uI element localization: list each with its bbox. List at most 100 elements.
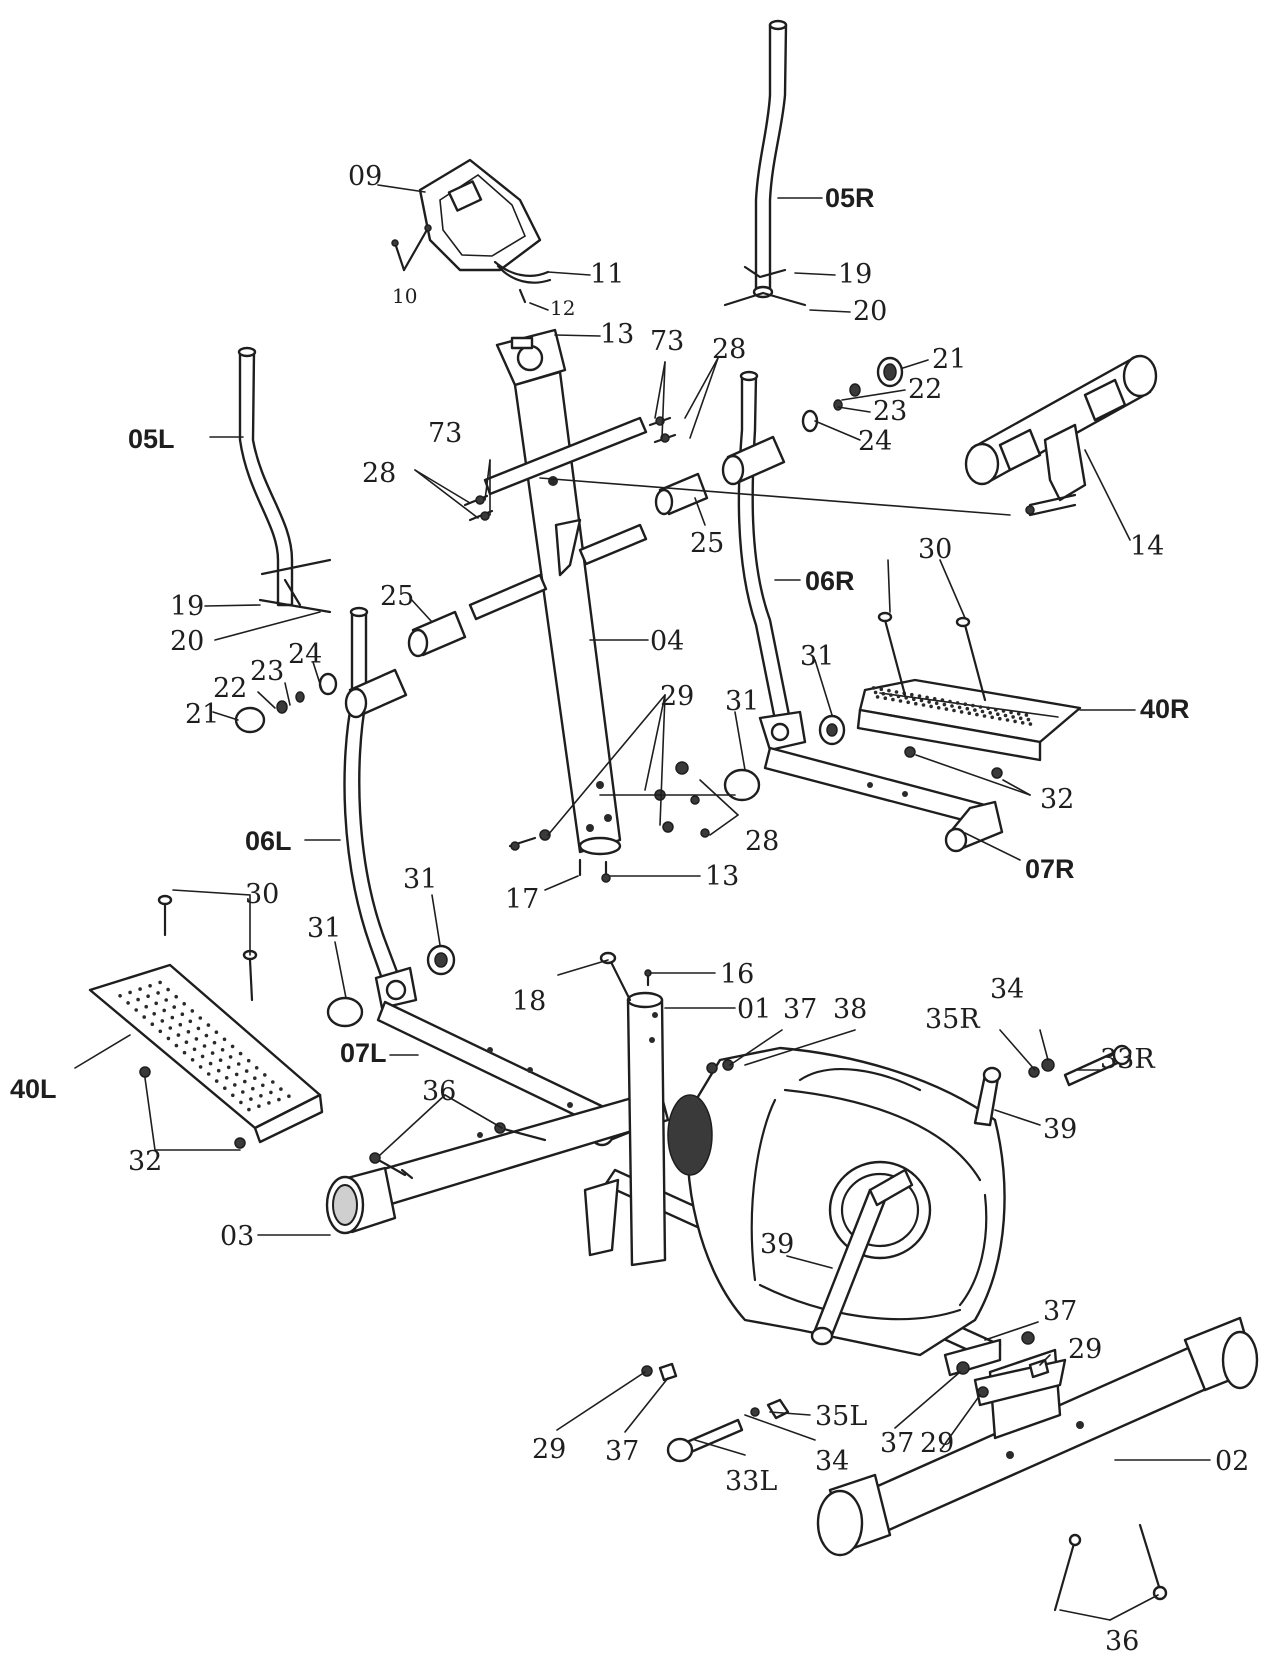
grip-dot <box>152 1012 156 1016</box>
foot-bar-07R <box>763 746 1004 853</box>
label-36-front: 36 <box>422 1076 456 1107</box>
grip-dot <box>948 699 952 704</box>
label-28-post: 28 <box>745 826 779 857</box>
grip-dot <box>200 1054 205 1059</box>
grip-dot <box>194 1037 199 1041</box>
grip-dot <box>206 1072 211 1076</box>
label-28-top: 28 <box>712 334 746 365</box>
grip-dot <box>249 1097 253 1101</box>
label-03: 03 <box>220 1221 254 1252</box>
crank-39-right <box>973 1066 1002 1127</box>
grip-dot <box>214 1079 219 1083</box>
grip-dot <box>955 701 960 705</box>
label-31-right-cap: 31 <box>725 686 759 717</box>
grip-dot <box>881 691 886 696</box>
grip-dot <box>287 1094 291 1098</box>
grip-dot <box>957 705 962 710</box>
grip-dot <box>128 990 132 995</box>
grip-dot <box>263 1073 267 1077</box>
bolt-33L <box>666 1398 790 1463</box>
grip-dot <box>210 1051 215 1055</box>
grip-dot <box>118 994 122 998</box>
grip-dot <box>1001 709 1006 713</box>
label-21-left: 21 <box>185 699 219 730</box>
grip-dot <box>921 703 926 707</box>
grip-dot <box>917 694 922 698</box>
grip-dot <box>1011 715 1015 719</box>
label-21-right: 21 <box>932 344 966 375</box>
post-bolts-lower <box>508 761 710 883</box>
pedal-40L <box>88 894 324 1149</box>
label-39-left: 39 <box>760 1229 794 1260</box>
grip-dot <box>174 994 178 999</box>
cap-washer-set-left <box>234 672 338 734</box>
label-32-left: 32 <box>128 1146 162 1177</box>
grip-dot <box>267 1101 271 1105</box>
label-12: 12 <box>550 296 575 320</box>
handlebar-05L <box>237 346 332 614</box>
label-73-top: 73 <box>650 326 684 357</box>
grip-dot <box>994 707 998 712</box>
label-37-right: 37 <box>1043 1296 1077 1327</box>
label-07L: 07L <box>340 1038 387 1068</box>
grip-dot <box>241 1090 245 1094</box>
label-04: 04 <box>650 626 684 657</box>
label-13-bottom: 13 <box>705 861 739 892</box>
grip-dot <box>1003 713 1008 718</box>
label-38: 38 <box>833 994 867 1025</box>
flywheel-cover-38 <box>667 1046 1006 1357</box>
label-24-right: 24 <box>858 426 892 457</box>
grip-dot <box>259 1094 263 1098</box>
grip-dot <box>971 703 975 708</box>
grip-dot <box>190 1058 195 1062</box>
cap-31-left <box>326 996 364 1028</box>
grip-dot <box>236 1062 241 1066</box>
grip-dot <box>166 1036 171 1041</box>
cap-washer-set-right <box>801 356 904 433</box>
console-screws-10 <box>391 224 432 272</box>
roller-31-left <box>426 944 456 976</box>
label-37-bracket: 37 <box>880 1428 914 1459</box>
label-29-right: 29 <box>1068 1334 1102 1365</box>
label-09: 09 <box>348 161 382 192</box>
grip-dot <box>238 1051 243 1056</box>
grip-dot <box>1028 722 1033 726</box>
leader-lines <box>74 184 1211 1621</box>
label-22-left: 22 <box>213 673 247 704</box>
grip-dot <box>172 1005 176 1009</box>
grip-dot <box>231 1093 235 1098</box>
label-02: 02 <box>1215 1446 1249 1477</box>
grip-dot <box>244 1069 249 1073</box>
label-31-right-roller: 31 <box>800 641 834 672</box>
grip-dot <box>996 712 1000 716</box>
grip-dot <box>196 1026 201 1031</box>
grip-dot <box>279 1087 283 1091</box>
grip-dot <box>925 695 929 700</box>
grip-dot <box>218 1058 223 1062</box>
grip-dot <box>180 1012 185 1016</box>
grip-dot <box>959 710 964 714</box>
grip-dot <box>198 1065 203 1069</box>
bolt-33R <box>1028 1044 1132 1087</box>
label-14: 14 <box>1130 531 1164 562</box>
pivot-axles <box>468 416 648 621</box>
grip-dot <box>1024 713 1029 717</box>
label-24-left: 24 <box>288 639 322 670</box>
grip-dot <box>166 987 170 992</box>
grip-dot <box>170 1015 175 1020</box>
grip-dot <box>230 1044 235 1049</box>
cap-31-right <box>723 768 761 802</box>
grip-dot <box>164 998 168 1002</box>
grip-dot <box>998 716 1002 721</box>
label-23-left: 23 <box>250 656 284 687</box>
grip-dot <box>978 705 983 709</box>
grip-dot <box>176 1033 181 1037</box>
grip-dot <box>138 987 142 991</box>
console-09 <box>418 158 552 304</box>
grip-dot <box>214 1030 219 1034</box>
grip-dot <box>146 994 150 998</box>
fixed-handlebar-14 <box>964 354 1158 517</box>
grip-dot <box>912 697 916 701</box>
grip-dot <box>889 693 893 697</box>
